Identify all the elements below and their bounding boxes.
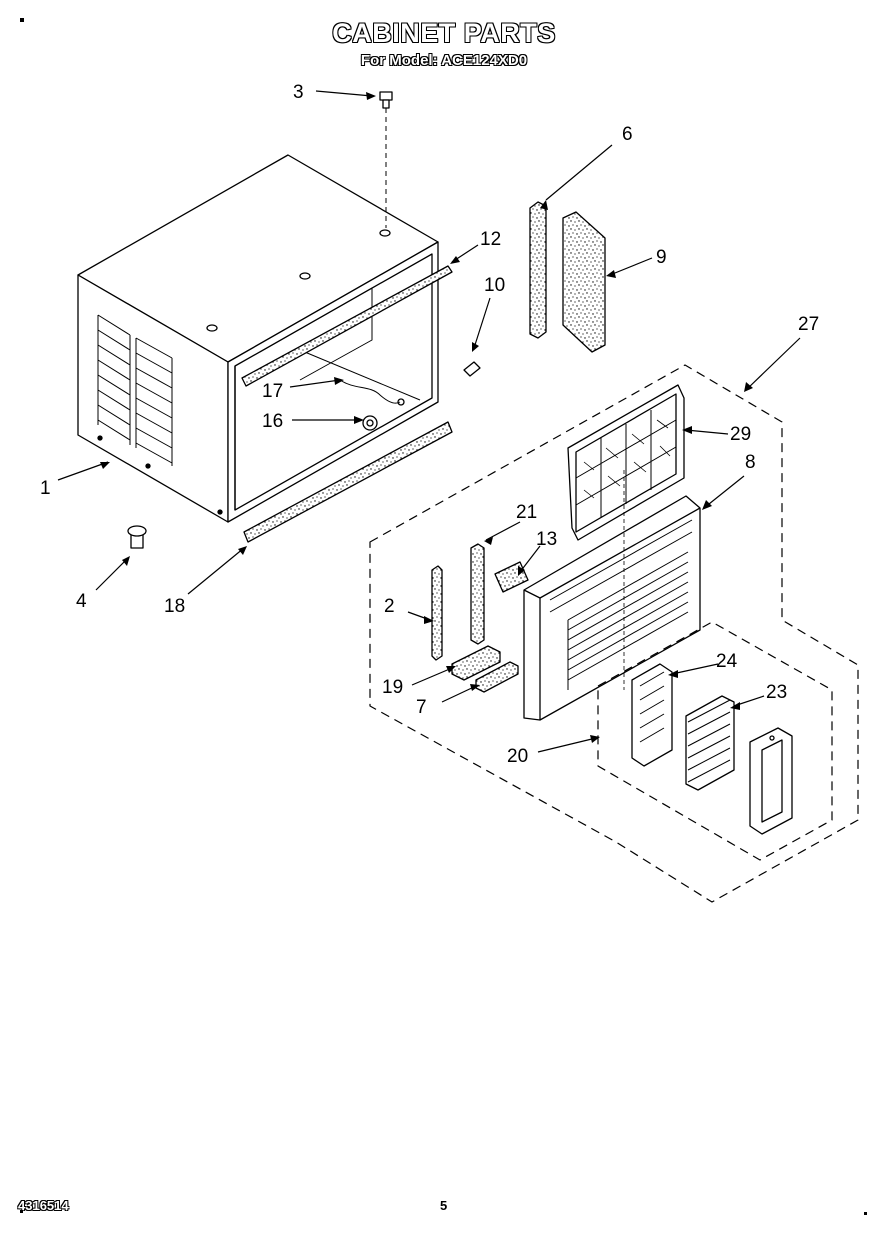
louver-blades-23 bbox=[685, 695, 735, 791]
callout-29: 29 bbox=[730, 424, 751, 445]
callout-27: 27 bbox=[798, 314, 819, 335]
front-grille bbox=[523, 470, 701, 721]
callout-17: 17 bbox=[262, 381, 283, 402]
callout-8: 8 bbox=[745, 452, 756, 473]
corner-mark-bottom-left bbox=[20, 1210, 23, 1213]
model-subtitle: For Model: ACE124XD0 bbox=[360, 52, 528, 69]
callout-21: 21 bbox=[516, 502, 537, 523]
callout-24: 24 bbox=[716, 651, 738, 672]
callout-1: 1 bbox=[40, 478, 51, 499]
document-number: 4316514 bbox=[18, 1198, 69, 1213]
corner-mark-top-left bbox=[20, 18, 24, 22]
page-number: 5 bbox=[440, 1198, 448, 1213]
callout-2: 2 bbox=[384, 596, 395, 617]
callout-16: 16 bbox=[262, 411, 283, 432]
callout-18: 18 bbox=[164, 596, 185, 617]
louver-frame-24 bbox=[631, 663, 673, 767]
callout-19: 19 bbox=[382, 677, 403, 698]
cabinet-wrapper bbox=[77, 154, 439, 523]
callout-12: 12 bbox=[480, 229, 501, 250]
page-title: CABINET PARTS bbox=[332, 18, 556, 48]
callout-13: 13 bbox=[536, 529, 557, 550]
callout-20: 20 bbox=[507, 746, 528, 767]
foam-block-19 bbox=[451, 645, 501, 681]
foam-strip-21 bbox=[470, 543, 485, 645]
wire bbox=[339, 379, 401, 404]
air-filter bbox=[567, 384, 685, 541]
foam-strip-2 bbox=[431, 565, 443, 661]
cabinet-louvers bbox=[97, 314, 173, 466]
foam-strip-6 bbox=[529, 201, 547, 339]
foam-pad-13 bbox=[494, 561, 529, 593]
screw-side bbox=[463, 361, 481, 377]
top-seal-strip bbox=[241, 265, 453, 387]
callout-4: 4 bbox=[76, 591, 87, 612]
callout-3: 3 bbox=[293, 82, 304, 103]
callout-9: 9 bbox=[656, 247, 667, 268]
bottom-seal-strip bbox=[243, 421, 453, 543]
leader-lines bbox=[57, 90, 801, 753]
foam-pad-9 bbox=[562, 211, 606, 353]
callout-6: 6 bbox=[622, 124, 633, 145]
louver-housing bbox=[749, 727, 793, 835]
assembly-box-20 bbox=[597, 621, 833, 861]
callout-7: 7 bbox=[416, 697, 427, 718]
assembly-box-27 bbox=[369, 364, 859, 903]
leader-arrowheads bbox=[100, 92, 753, 743]
callout-10: 10 bbox=[484, 275, 505, 296]
grommet bbox=[362, 415, 378, 431]
corner-mark-bottom-right bbox=[864, 1212, 867, 1215]
screw-top bbox=[379, 91, 393, 228]
plug bbox=[127, 525, 147, 549]
callout-23: 23 bbox=[766, 682, 787, 703]
callout-labels: 3 1 4 18 17 16 12 10 6 9 27 29 8 21 13 2… bbox=[40, 82, 819, 767]
